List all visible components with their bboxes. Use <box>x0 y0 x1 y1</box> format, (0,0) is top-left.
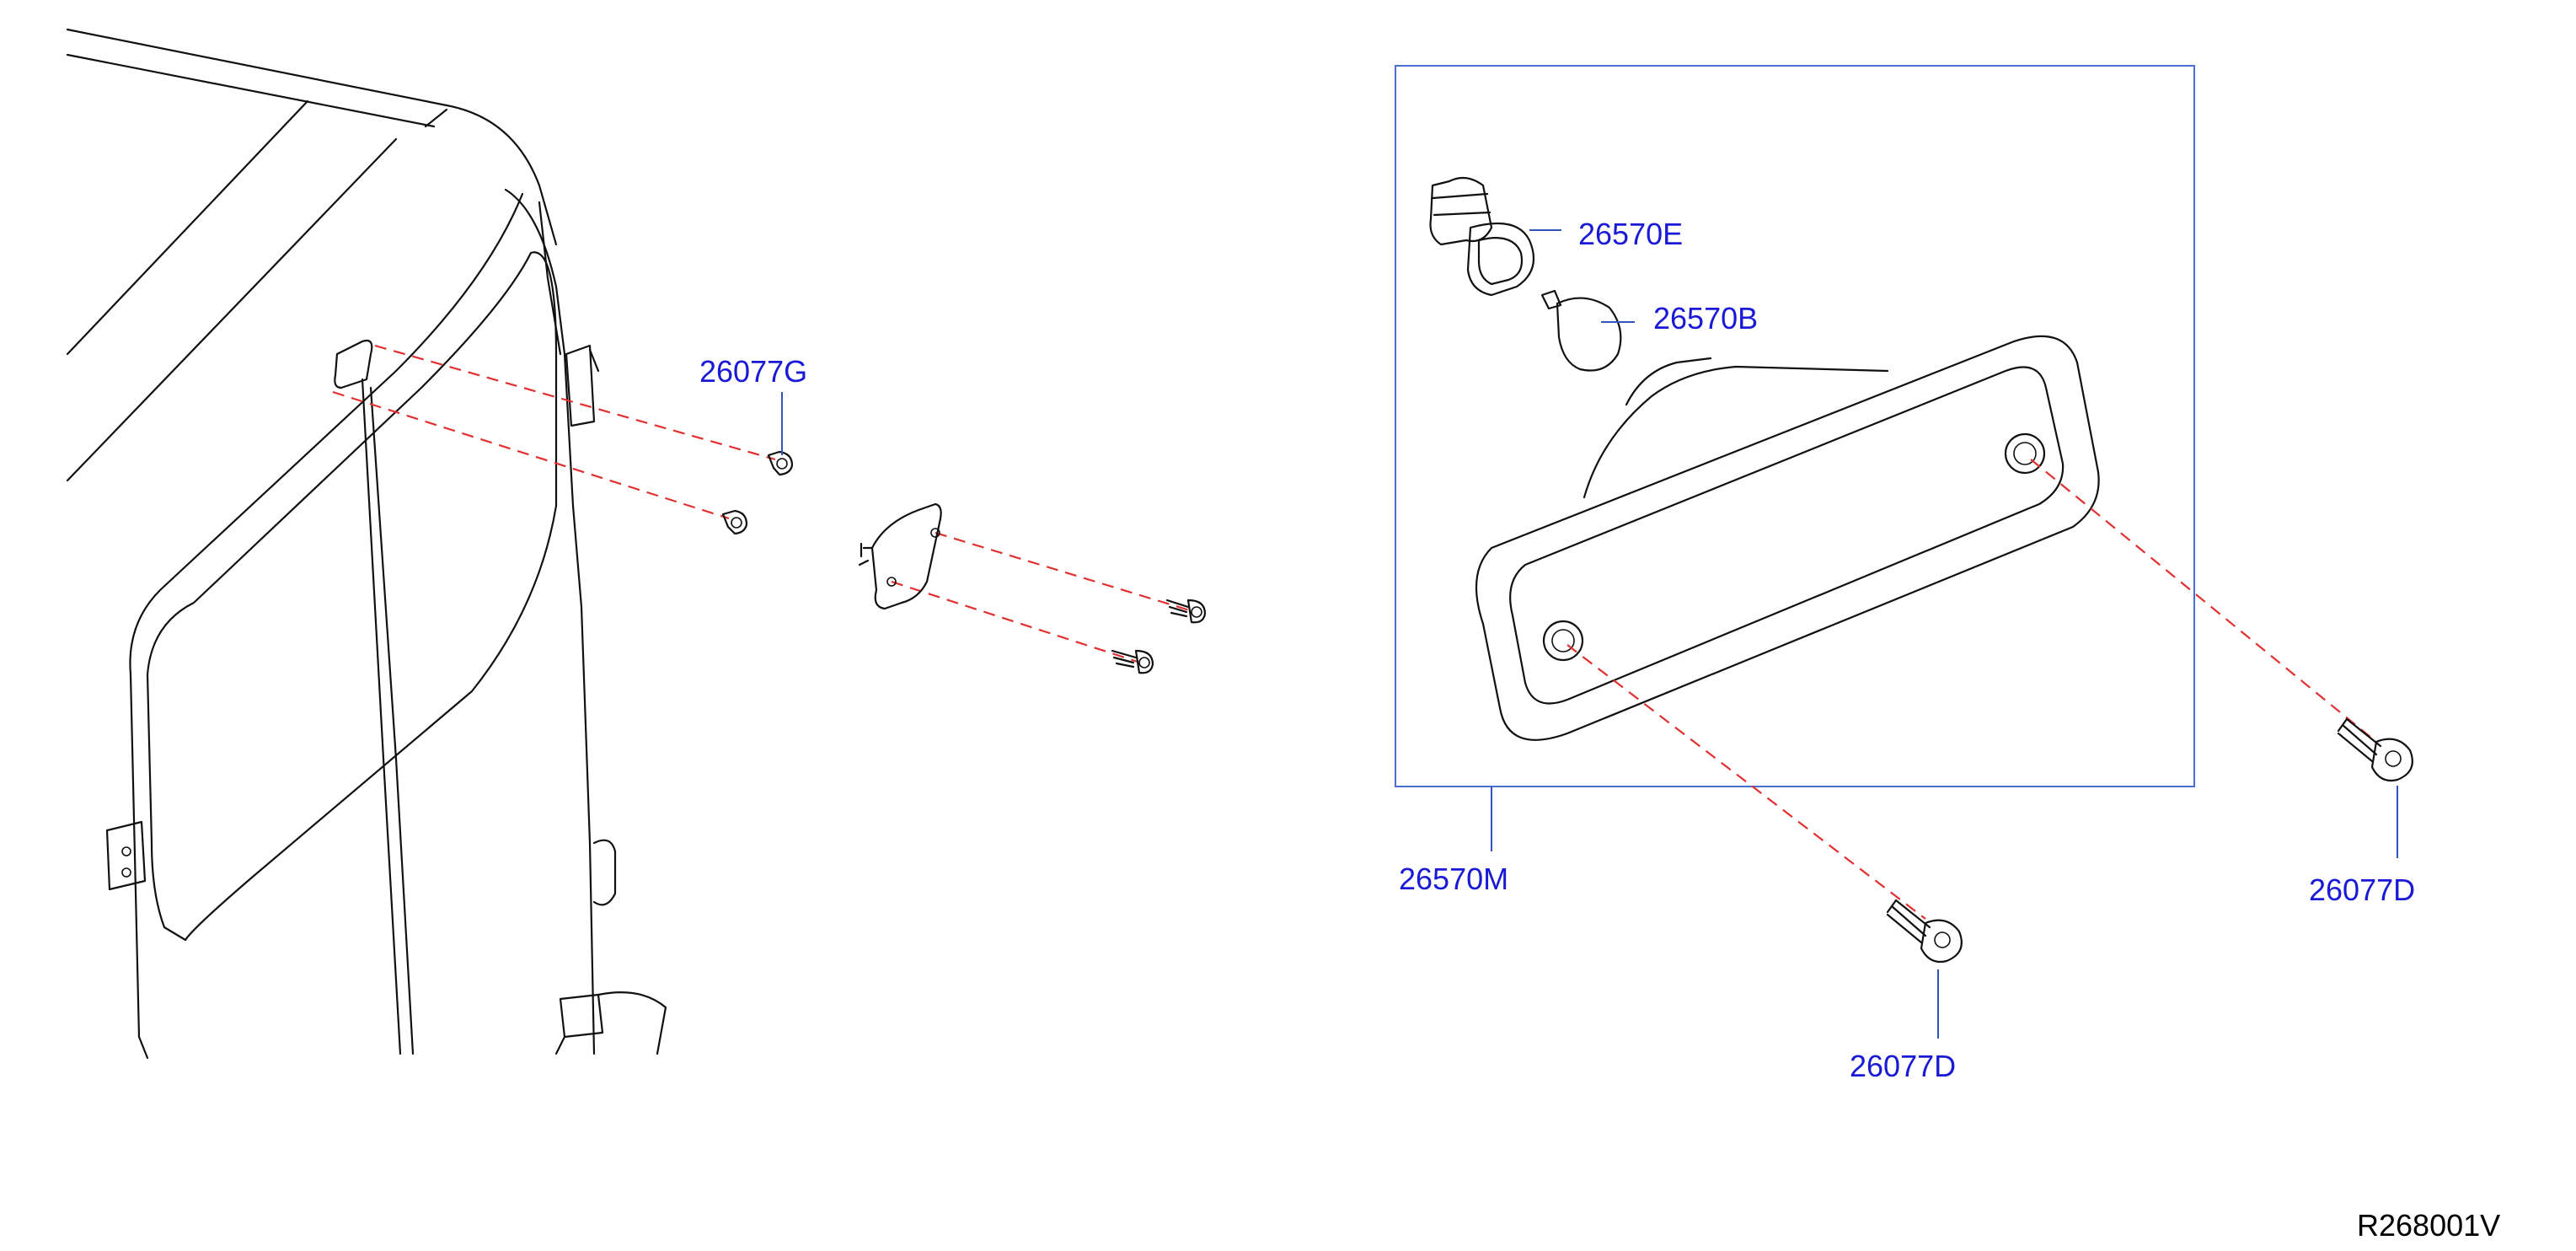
label-26570B: 26570B <box>1653 301 1758 336</box>
screw-26077D-left <box>1886 899 1963 964</box>
bracket-screw-lower <box>1111 649 1154 674</box>
screw-26077G-upper <box>767 450 794 476</box>
label-26570E: 26570E <box>1578 217 1683 251</box>
assembly-dash-lines-left <box>332 344 1193 663</box>
bulb-26570B <box>1540 289 1622 372</box>
label-26077D-right: 26077D <box>2309 872 2415 907</box>
lamp-housing-26570M <box>1475 335 2100 741</box>
label-26077D-left: 26077D <box>1850 1049 1956 1083</box>
label-26570M: 26570M <box>1399 862 1508 896</box>
vehicle-rear-body <box>66 28 667 1060</box>
bracket-screw-upper <box>1165 599 1207 624</box>
assembly-dash-lines-right <box>1566 459 2377 920</box>
mounting-bracket <box>858 502 942 610</box>
bulb-socket-26570E <box>1429 176 1535 297</box>
screw-26077D-right <box>2337 717 2413 782</box>
leader-lines <box>781 229 2398 1039</box>
reference-code: R268001V <box>2357 1208 2500 1243</box>
lamp-assembly-callout-box <box>1395 65 2195 787</box>
screw-26077G-lower <box>721 509 748 535</box>
label-26077G: 26077G <box>699 354 807 389</box>
